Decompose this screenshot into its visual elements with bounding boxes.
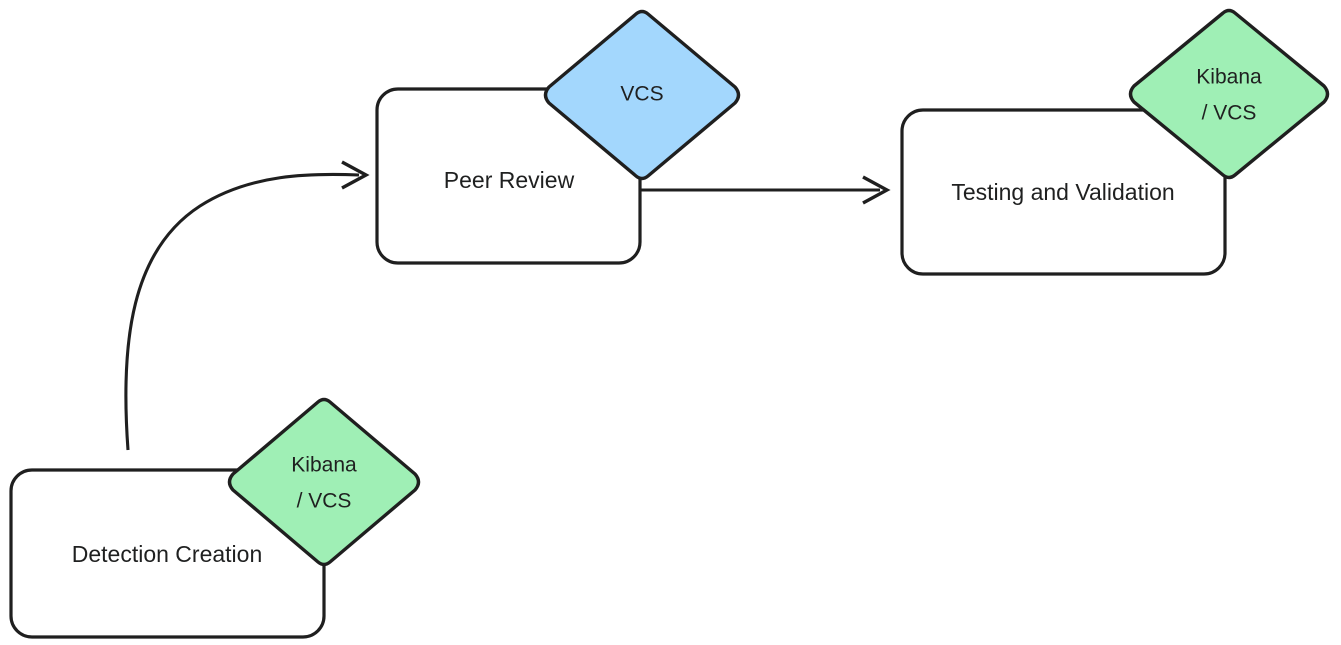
edge-curve-path: [124, 172, 360, 451]
badge-label-line-2: / VCS: [1202, 102, 1257, 125]
node-peer-review[interactable]: Peer Review: [375, 87, 642, 265]
badge-label-line-1: Kibana: [291, 454, 357, 477]
arrowhead-icon: [341, 160, 370, 190]
node-box[interactable]: [900, 108, 1227, 276]
edge-peer-review-to-testing: [641, 175, 891, 205]
diamond-icon[interactable]: [543, 9, 741, 181]
diamond-icon[interactable]: [227, 397, 421, 567]
badge-label-line-2: / VCS: [297, 490, 352, 513]
diamond-icon[interactable]: [1128, 8, 1330, 180]
badge-label-line-1: Kibana: [1196, 66, 1262, 89]
badge-testing-and-validation-kibana-vcs[interactable]: Kibana / VCS: [1128, 8, 1330, 180]
node-label: Testing and Validation: [951, 179, 1174, 205]
node-label: Detection Creation: [72, 541, 263, 567]
edge-detection-to-peer-review: [124, 160, 370, 451]
badge-detection-creation-kibana-vcs[interactable]: Kibana / VCS: [227, 397, 421, 567]
badge-peer-review-vcs[interactable]: VCS: [543, 9, 741, 181]
node-testing-and-validation[interactable]: Testing and Validation: [900, 108, 1227, 276]
arrowhead-icon: [862, 175, 891, 205]
node-label: Peer Review: [444, 167, 575, 193]
badge-label-line-1: VCS: [620, 83, 663, 106]
